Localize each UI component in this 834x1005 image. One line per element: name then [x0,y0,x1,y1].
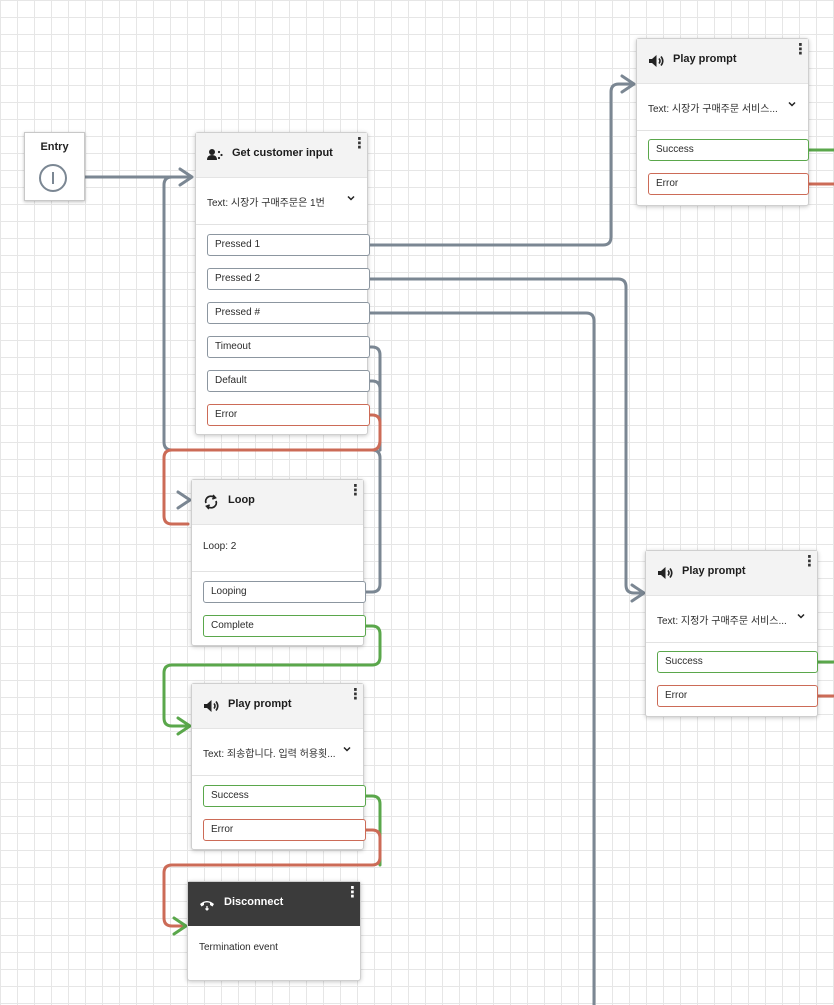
branch-error[interactable]: Error [207,404,370,426]
block-title: Play prompt [682,565,746,577]
more-options-icon[interactable]: ⋮ [793,41,808,58]
branch-success[interactable]: Success [203,785,366,807]
parameter-text: Termination event [199,942,278,953]
branch-error[interactable]: Error [203,819,366,841]
more-options-icon[interactable]: ⋮ [348,482,363,499]
block-parameter[interactable]: Text: 죄송합니다. 입력 허용횟... [192,729,363,776]
block-play-prompt-limit[interactable]: Play prompt ⋮ Text: 지정가 구매주문 서비스... Succ… [645,550,818,717]
block-title: Get customer input [232,147,333,159]
wire-prompt-success [364,794,382,867]
chevron-down-icon[interactable] [795,610,807,622]
block-parameter: Termination event [188,926,360,972]
block-get-customer-input[interactable]: Get customer input ⋮ Text: 시장가 구매주문은 1번 … [195,132,370,435]
chevron-down-icon[interactable] [341,743,353,755]
block-header: Get customer input ⋮ [196,133,367,178]
block-header: Loop ⋮ [192,480,363,525]
more-options-icon[interactable]: ⋮ [802,553,817,570]
block-header: Disconnect ⋮ [188,882,360,926]
hangup-icon [200,901,214,911]
arrow-into-loop [176,490,192,510]
branch-pressed-hash[interactable]: Pressed # [207,302,370,324]
branch-error[interactable]: Error [648,173,809,195]
parameter-text: Loop: 2 [203,541,237,552]
wire-pressed-hash [367,311,596,1005]
more-options-icon[interactable]: ⋮ [345,884,360,901]
loop-icon [204,494,218,510]
block-header: Play prompt ⋮ [637,39,808,84]
wire-default [367,379,382,452]
block-play-prompt-market[interactable]: Play prompt ⋮ Text: 시장가 구매주문 서비스... Succ… [636,38,809,206]
more-options-icon[interactable]: ⋮ [348,686,363,703]
customer-input-icon [207,149,223,160]
block-title: Play prompt [673,53,737,65]
block-parameter[interactable]: Text: 시장가 구매주문은 1번 [196,178,367,225]
block-play-prompt-error[interactable]: Play prompt ⋮ Text: 죄송합니다. 입력 허용횟... Suc… [191,683,366,850]
wire-pressed1 [367,82,634,247]
arrow-into-prompt-error [176,716,192,736]
block-header: Play prompt ⋮ [646,551,817,596]
block-loop[interactable]: Loop ⋮ Loop: 2 Looping Complete [191,479,366,646]
speaker-icon [658,567,673,579]
parameter-text: Text: 죄송합니다. 입력 허용횟... [203,749,336,760]
block-title: Loop [228,494,255,506]
arrow-into-disconnect [172,916,188,936]
branch-pressed-1[interactable]: Pressed 1 [207,234,370,256]
block-parameter[interactable]: Text: 지정가 구매주문 서비스... [646,596,817,643]
wire-timeout [367,345,382,452]
more-options-icon[interactable]: ⋮ [352,135,367,152]
parameter-text: Text: 지정가 구매주문 서비스... [657,616,787,627]
chevron-down-icon[interactable] [345,192,357,204]
arrow-into-get-input [178,167,194,187]
branch-error[interactable]: Error [657,685,818,707]
block-parameter[interactable]: Loop: 2 [192,525,363,572]
branch-complete[interactable]: Complete [203,615,366,637]
block-header: Play prompt ⋮ [192,684,363,729]
parameter-text: Text: 시장가 구매주문 서비스... [648,104,778,115]
entry-node[interactable]: Entry [24,132,85,201]
entry-label: Entry [40,141,69,153]
branch-looping[interactable]: Looping [203,581,366,603]
chevron-down-icon[interactable] [786,98,798,110]
arrow-into-prompt-market [620,74,636,94]
parameter-text: Text: 시장가 구매주문은 1번 [207,198,325,209]
branch-success[interactable]: Success [648,139,809,161]
branch-pressed-2[interactable]: Pressed 2 [207,268,370,290]
speaker-icon [204,700,219,712]
branch-timeout[interactable]: Timeout [207,336,370,358]
branch-success[interactable]: Success [657,651,818,673]
block-parameter[interactable]: Text: 시장가 구매주문 서비스... [637,84,808,131]
speaker-icon [649,55,664,67]
arrow-into-prompt-limit [630,583,646,603]
block-disconnect[interactable]: Disconnect ⋮ Termination event [187,881,361,981]
entry-port[interactable] [39,164,67,192]
block-title: Disconnect [224,896,284,908]
branch-default[interactable]: Default [207,370,370,392]
wire-pressed2 [367,277,644,595]
block-title: Play prompt [228,698,292,710]
